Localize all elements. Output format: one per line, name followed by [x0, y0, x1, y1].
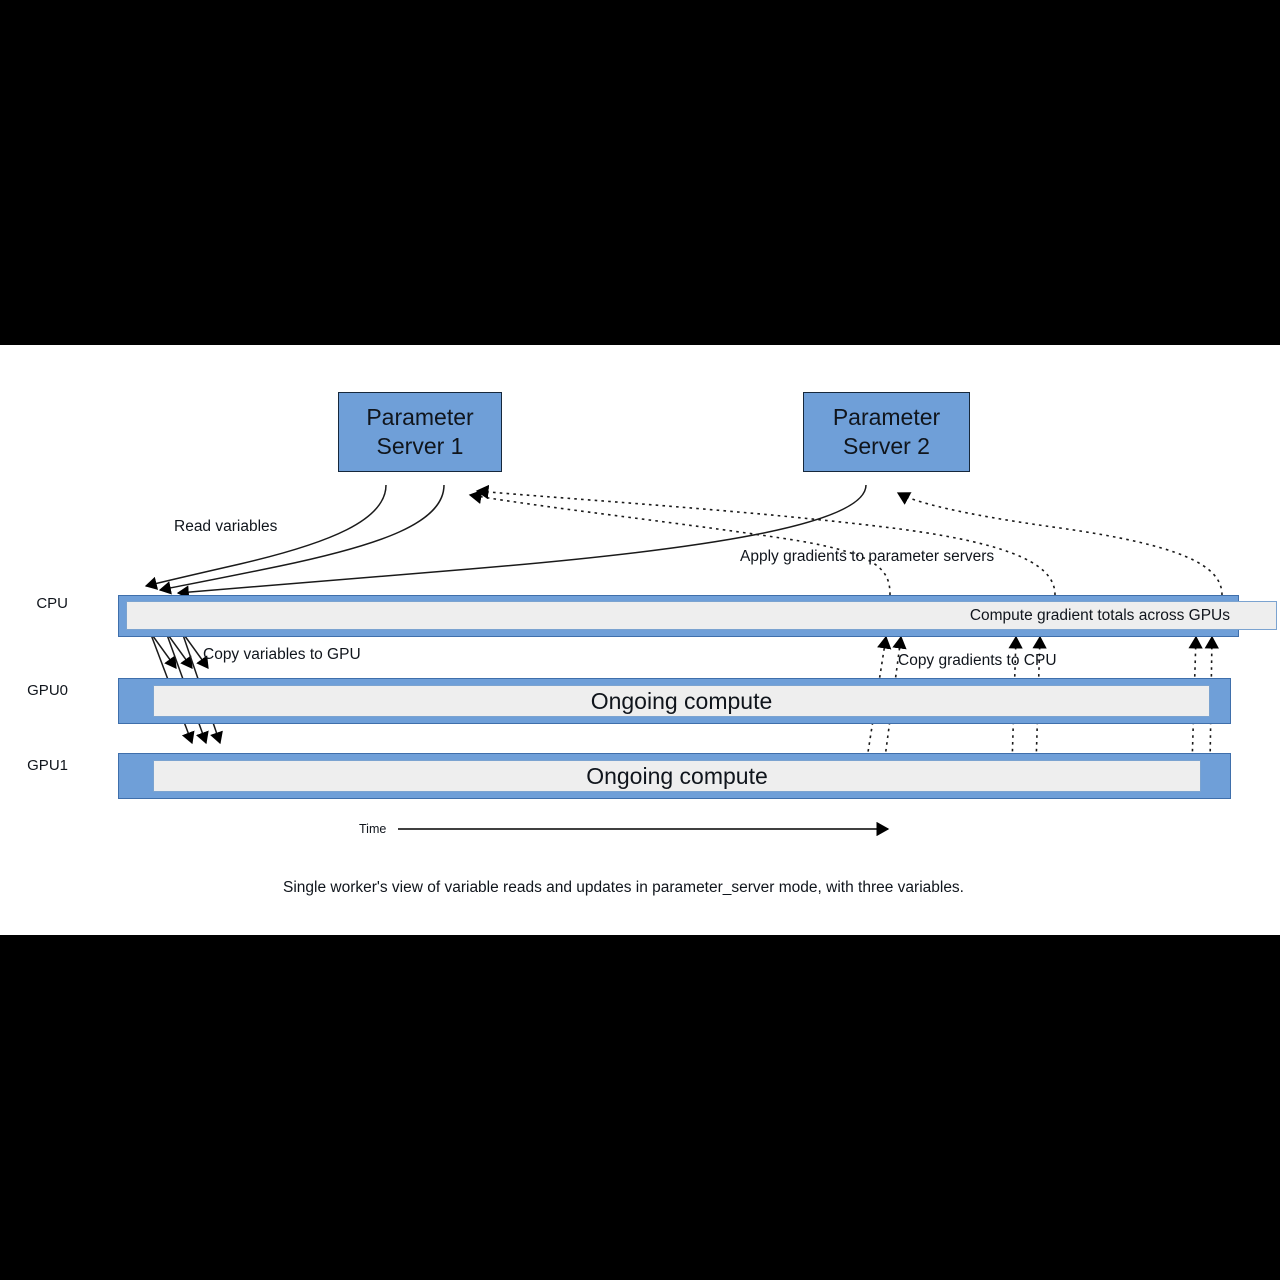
parameter-server-1-line1: Parameter	[366, 403, 474, 430]
diagram-arrows-layer	[144, 484, 1223, 837]
lane-label-cpu: CPU	[36, 595, 68, 612]
annotation-read-variables: Read variables	[174, 518, 278, 535]
lane-cpu-bar[interactable]: Compute gradient totals across GPUs	[126, 601, 1277, 630]
lane-gpu1-bar[interactable]: Ongoing compute	[153, 760, 1201, 792]
copy-gradients-to-cpu-arrows	[865, 635, 1220, 766]
parameter-server-2-line2: Server 2	[843, 433, 930, 459]
apply-gradients-arrows	[468, 484, 1223, 596]
parameter-server-1-box[interactable]: Parameter Server 1	[338, 392, 502, 472]
annotation-copy-variables-to-gpu: Copy variables to GPU	[203, 646, 361, 663]
parameter-server-2-line1: Parameter	[832, 403, 941, 430]
time-axis-label: Time	[359, 822, 387, 836]
lane-label-gpu0: GPU0	[27, 682, 68, 699]
lane-gpu0-bar[interactable]: Ongoing compute	[153, 685, 1210, 717]
annotation-apply-gradients: Apply gradients to parameter servers	[740, 548, 995, 565]
parameter-server-2-box[interactable]: Parameter Server 2	[803, 392, 970, 472]
figure-caption: Single worker's view of variable reads a…	[283, 879, 964, 896]
parameter-server-1-line2: Server 1	[376, 433, 464, 459]
read-variables-arrows	[144, 484, 867, 599]
annotation-copy-gradients-to-cpu: Copy gradients to CPU	[898, 652, 1057, 669]
lane-label-gpu1: GPU1	[27, 757, 68, 774]
diagram-canvas: Parameter Server 1 Parameter Server 2 CP…	[0, 345, 1280, 935]
